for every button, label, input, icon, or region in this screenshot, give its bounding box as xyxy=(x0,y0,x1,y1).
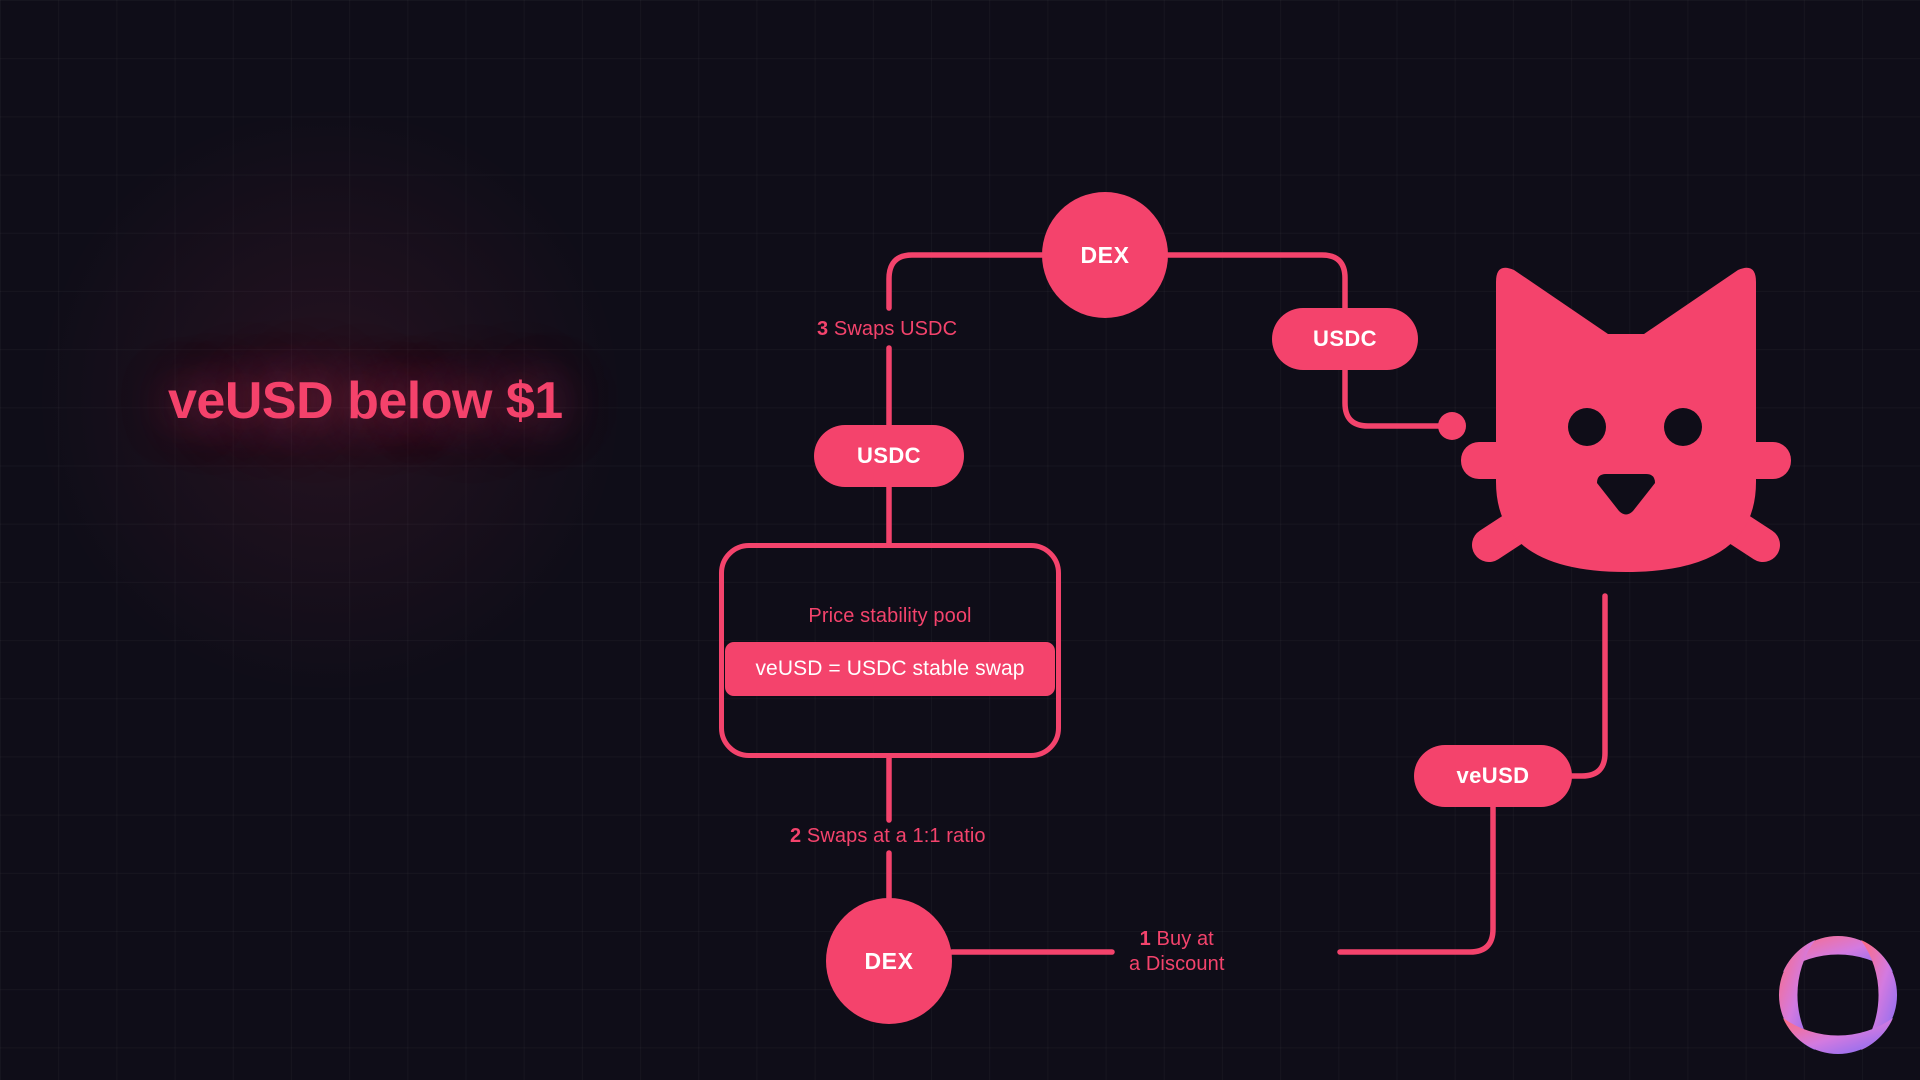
wire-dex-top-to-left xyxy=(886,252,1045,311)
edge-label-step-3-number: 3 xyxy=(817,318,829,340)
wire-usdc-right-to-cat xyxy=(1342,367,1443,429)
edge-label-step-2: 2 Swaps at a 1:1 ratio xyxy=(790,825,986,848)
edge-label-step-1-line2: a Discount xyxy=(1129,953,1225,975)
pool-title: Price stability pool xyxy=(808,605,972,627)
page-title: veUSD below $1 xyxy=(168,372,563,430)
price-stability-pool: Price stability pool veUSD = USDC stable… xyxy=(719,543,1061,758)
edge-label-step-2-text: Swaps at a 1:1 ratio xyxy=(801,825,986,847)
cat-nose xyxy=(1597,474,1655,515)
cat-head xyxy=(1496,267,1756,572)
wire-cat-to-veusd xyxy=(1569,593,1608,779)
node-usdc-right[interactable]: USDC xyxy=(1272,308,1418,370)
edge-label-step-3: 3 Swaps USDC xyxy=(817,318,957,341)
cat-mascot-icon xyxy=(1461,267,1791,572)
node-veusd-right-label: veUSD xyxy=(1456,763,1530,788)
wire-terminal-dot xyxy=(1438,412,1466,440)
cat-eye-right xyxy=(1664,408,1702,446)
node-dex-bottom[interactable]: DEX xyxy=(826,898,952,1024)
edge-label-step-2-number: 2 xyxy=(790,825,802,847)
edge-label-step-1: 1 Buy at a Discount xyxy=(1129,927,1225,977)
wire-veusd-to-dex-bottom xyxy=(1337,804,1496,955)
brand-logo-icon xyxy=(1778,935,1898,1055)
cat-eye-left xyxy=(1568,408,1606,446)
node-dex-bottom-label: DEX xyxy=(864,947,914,974)
edge-label-step-1-number: 1 xyxy=(1139,928,1151,950)
edge-label-step-3-text: Swaps USDC xyxy=(828,318,958,340)
node-dex-top[interactable]: DEX xyxy=(1042,192,1168,318)
node-usdc-left[interactable]: USDC xyxy=(814,425,964,487)
edge-label-step-1-line1: 1 Buy at xyxy=(1129,927,1225,952)
node-veusd-right[interactable]: veUSD xyxy=(1414,745,1572,807)
node-usdc-right-label: USDC xyxy=(1313,326,1377,351)
node-dex-top-label: DEX xyxy=(1080,241,1130,268)
node-usdc-left-label: USDC xyxy=(857,443,921,468)
logo-petal-bottom xyxy=(1783,1018,1893,1055)
edge-label-step-1-text: Buy at xyxy=(1150,928,1214,950)
pool-swap-chip[interactable]: veUSD = USDC stable swap xyxy=(725,642,1055,696)
wire-dex-top-to-usdc-right xyxy=(1165,252,1348,311)
